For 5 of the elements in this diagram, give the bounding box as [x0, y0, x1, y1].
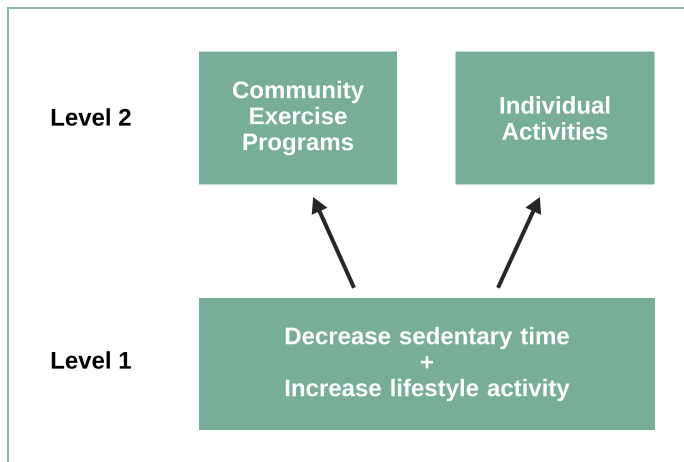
level-label: Level 2 — [52, 108, 131, 126]
text-box: Community Exercise Programs — [199, 52, 397, 184]
text-box: Decrease sedentary time + Increase lifestyle activity — [199, 298, 655, 430]
text-box: Individual Activities — [456, 52, 654, 184]
level-label: Level 1 — [52, 351, 131, 369]
